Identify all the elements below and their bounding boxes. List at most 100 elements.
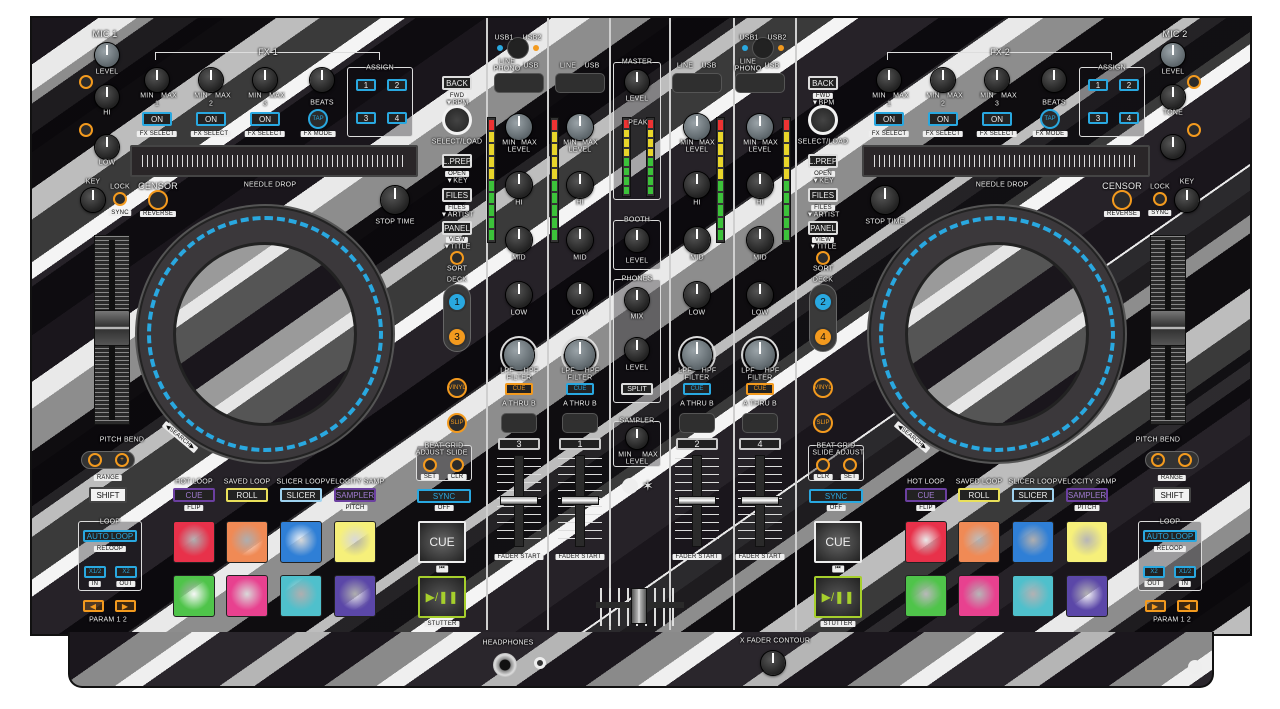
deck-select-bottom-button[interactable]: 4 [813, 327, 833, 347]
stop-time-knob[interactable] [871, 186, 899, 214]
eq-mid-knob[interactable] [747, 227, 773, 253]
booth-level-knob[interactable] [625, 228, 649, 252]
pad-mode-button[interactable]: SAMPLER [1066, 488, 1108, 502]
fx-depth-knob[interactable] [253, 68, 277, 92]
loop-double-button[interactable]: X2 [1143, 566, 1165, 578]
usb-selector[interactable] [752, 37, 774, 59]
sync-button[interactable]: SYNC [809, 489, 863, 503]
sampler-level-knob[interactable] [626, 427, 648, 449]
eq-low-knob[interactable] [684, 282, 710, 308]
jog-platter[interactable] [173, 242, 357, 426]
channel-cue-button[interactable]: CUE [505, 383, 533, 395]
play-pause-button[interactable]: ▶/❚❚ [418, 576, 466, 618]
eq-low-knob[interactable] [567, 282, 593, 308]
pad-mode-button[interactable]: CUE [173, 488, 215, 502]
vinyl-button[interactable]: VINYL [447, 378, 467, 398]
fx-on-button[interactable]: ON [874, 112, 904, 126]
fx-depth-knob[interactable] [931, 68, 955, 92]
phones-mix-knob[interactable] [625, 288, 649, 312]
panel-button[interactable]: PANEL [442, 221, 472, 235]
param-right-button[interactable]: ▶ [114, 600, 136, 612]
shift-button[interactable]: SHIFT [89, 487, 127, 503]
needle-drop-strip[interactable] [862, 145, 1150, 177]
key-lock-button[interactable] [1153, 192, 1167, 206]
censor-button[interactable] [148, 190, 168, 210]
performance-pad[interactable] [1012, 575, 1054, 617]
cue-button[interactable]: CUE [418, 521, 466, 563]
channel-cue-button[interactable]: CUE [683, 383, 711, 395]
master-level-knob[interactable] [625, 70, 649, 94]
fx-assign-button[interactable]: 4 [1119, 112, 1139, 124]
play-pause-button[interactable]: ▶/❚❚ [814, 576, 862, 618]
needle-drop-strip[interactable] [130, 145, 418, 177]
performance-pad[interactable] [1012, 521, 1054, 563]
fx-assign-button[interactable]: 2 [1119, 79, 1139, 91]
slip-button[interactable]: SLIP [447, 413, 467, 433]
fx-assign-button[interactable]: 1 [1088, 79, 1108, 91]
pad-mode-button[interactable]: SAMPLER [334, 488, 376, 502]
beats-knob[interactable] [1042, 68, 1066, 92]
filter-knob[interactable] [565, 340, 595, 370]
xfader-contour-knob[interactable] [761, 651, 785, 675]
beat-grid-clear-button[interactable] [450, 458, 464, 472]
eq-low-knob[interactable] [506, 282, 532, 308]
loop-half-button[interactable]: X1/2 [84, 566, 106, 578]
censor-button[interactable] [1112, 190, 1132, 210]
filter-knob[interactable] [504, 340, 534, 370]
fx-on-button[interactable]: ON [982, 112, 1012, 126]
pad-mode-button[interactable]: SLICER [280, 488, 322, 502]
key-lock-button[interactable] [113, 192, 127, 206]
eq-hi-knob[interactable] [567, 172, 593, 198]
mic-eq-knob[interactable] [95, 135, 119, 159]
performance-pad[interactable] [958, 575, 1000, 617]
performance-pad[interactable] [173, 575, 215, 617]
mic-eq-knob[interactable] [1161, 135, 1185, 159]
crossfader-assign-switch[interactable] [679, 413, 715, 433]
performance-pad[interactable] [1066, 521, 1108, 563]
input-selector-switch[interactable] [735, 73, 785, 93]
channel-number-label[interactable]: 3 [498, 438, 540, 450]
deck-select-bottom-button[interactable]: 3 [447, 327, 467, 347]
fx-depth-knob[interactable] [199, 68, 223, 92]
tap-button[interactable]: TAP [308, 109, 328, 129]
crossfader-assign-switch[interactable] [501, 413, 537, 433]
pitch-bend-plus-button[interactable]: + [115, 453, 129, 467]
mic-eq-knob[interactable] [95, 85, 119, 109]
select-load-knob[interactable] [442, 105, 472, 135]
fx-on-button[interactable]: ON [196, 112, 226, 126]
performance-pad[interactable] [958, 521, 1000, 563]
input-selector-switch[interactable] [672, 73, 722, 93]
channel-fader-handle[interactable] [561, 496, 599, 505]
fx-assign-button[interactable]: 1 [356, 79, 376, 91]
mic-level-knob[interactable] [95, 43, 119, 67]
crossfader-handle[interactable] [631, 588, 647, 624]
panel-button[interactable]: PANEL [808, 221, 838, 235]
slip-button[interactable]: SLIP [813, 413, 833, 433]
performance-pad[interactable] [173, 521, 215, 563]
deck-select-top-button[interactable]: 2 [813, 292, 833, 312]
key-knob[interactable] [1175, 188, 1199, 212]
fx-assign-button[interactable]: 4 [387, 112, 407, 124]
loop-half-button[interactable]: X1/2 [1174, 566, 1196, 578]
param-left-button[interactable]: ◀ [82, 600, 104, 612]
fx-assign-button[interactable]: 3 [356, 112, 376, 124]
pitch-fader-handle[interactable] [1150, 310, 1186, 346]
fx-assign-button[interactable]: 2 [387, 79, 407, 91]
performance-pad[interactable] [226, 575, 268, 617]
sort-button[interactable] [816, 251, 830, 265]
mic-talkover-button[interactable] [79, 75, 93, 89]
eq-mid-knob[interactable] [567, 227, 593, 253]
select-load-knob[interactable] [808, 105, 838, 135]
usb-selector[interactable] [507, 37, 529, 59]
eq-hi-knob[interactable] [747, 172, 773, 198]
trim-level-knob[interactable] [684, 114, 710, 140]
sort-button[interactable] [450, 251, 464, 265]
crossfader-assign-switch[interactable] [742, 413, 778, 433]
channel-number-label[interactable]: 4 [739, 438, 781, 450]
jog-platter[interactable] [905, 242, 1089, 426]
auto-loop-button[interactable]: AUTO LOOP [83, 530, 137, 542]
performance-pad[interactable] [905, 575, 947, 617]
mic-level-knob[interactable] [1161, 43, 1185, 67]
fx-on-button[interactable]: ON [250, 112, 280, 126]
pitch-bend-minus-button[interactable]: − [88, 453, 102, 467]
